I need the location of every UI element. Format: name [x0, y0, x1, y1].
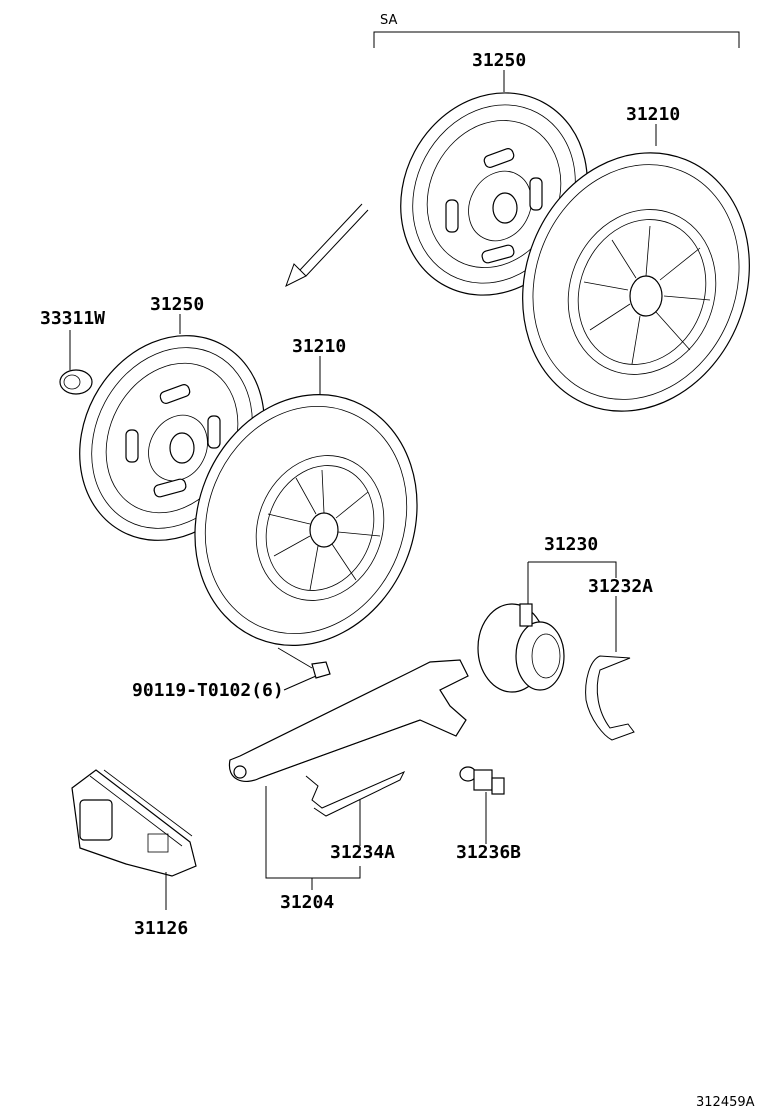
- footer-code: 312459A: [696, 1095, 755, 1110]
- sa-label: SA: [380, 13, 397, 28]
- fork-spring-drawing: [305, 770, 406, 817]
- label-31236b: 31236B: [456, 842, 521, 863]
- label-31230: 31230: [544, 534, 598, 555]
- bolt-drawing: [277, 647, 331, 679]
- clutch-cover-drawing: [194, 394, 418, 646]
- ball-stud-drawing: [459, 766, 505, 795]
- label-bolt: 90119-T0102(6): [132, 680, 284, 701]
- label-31210: 31210: [292, 336, 346, 357]
- leader-bolt: [283, 675, 317, 691]
- label-31250-sa: 31250: [472, 50, 526, 71]
- label-31250: 31250: [150, 294, 204, 315]
- bearing-clip-drawing: [585, 655, 635, 741]
- leader-fork-group: [265, 786, 361, 879]
- sa-bracket: SA: [373, 13, 740, 48]
- pilot-bearing-drawing: [59, 369, 93, 395]
- label-31210-sa: 31210: [626, 104, 680, 125]
- label-31126: 31126: [134, 918, 188, 939]
- label-31204: 31204: [280, 892, 334, 913]
- label-33311w: 33311W: [40, 308, 105, 329]
- release-bearing-drawing: [477, 603, 565, 693]
- clutch-cover-sa-drawing: [522, 152, 750, 412]
- direction-arrow: [285, 203, 369, 288]
- label-31232a: 31232A: [588, 576, 653, 597]
- label-31234a: 31234A: [330, 842, 395, 863]
- release-fork-drawing: [228, 659, 469, 782]
- boot-drawing: [71, 769, 197, 877]
- leader-bearing-group: [528, 561, 617, 578]
